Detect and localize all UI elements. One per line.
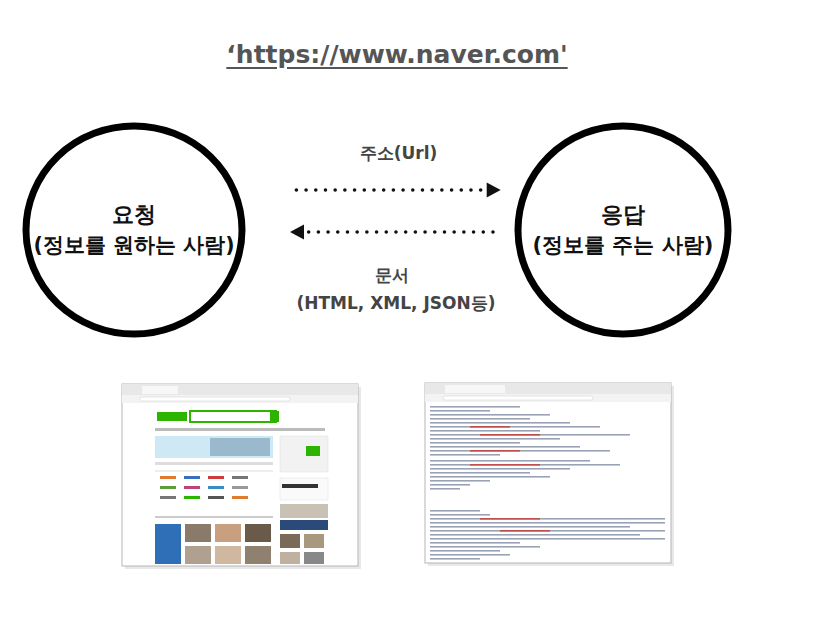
node-subtitle: (정보를 주는 사람) [533,231,714,260]
node-subtitle: (정보를 원하는 사람) [33,231,234,260]
browser-screenshot [122,384,361,569]
circle-content: 요청(정보를 원하는 사람) [22,122,246,338]
format-note: (HTML, XML, JSON등) [294,292,499,315]
node-heading: 요청 [112,200,156,231]
circle-content: 응답(정보를 주는 사람) [514,122,732,338]
circle-outline [514,122,732,338]
edge-label: 주소(Url) [357,142,441,165]
dotted-arrow [290,225,493,240]
diagram-title: ‘https://www.naver.com' [226,40,567,69]
source-screenshot [425,383,674,566]
dotted-arrow [296,183,500,198]
node-heading: 응답 [601,200,645,231]
circle-outline [22,122,246,338]
edge-label: 문서 [372,264,412,287]
circle-node: 요청(정보를 원하는 사람) [22,122,246,338]
circle-node: 응답(정보를 주는 사람) [514,122,732,338]
